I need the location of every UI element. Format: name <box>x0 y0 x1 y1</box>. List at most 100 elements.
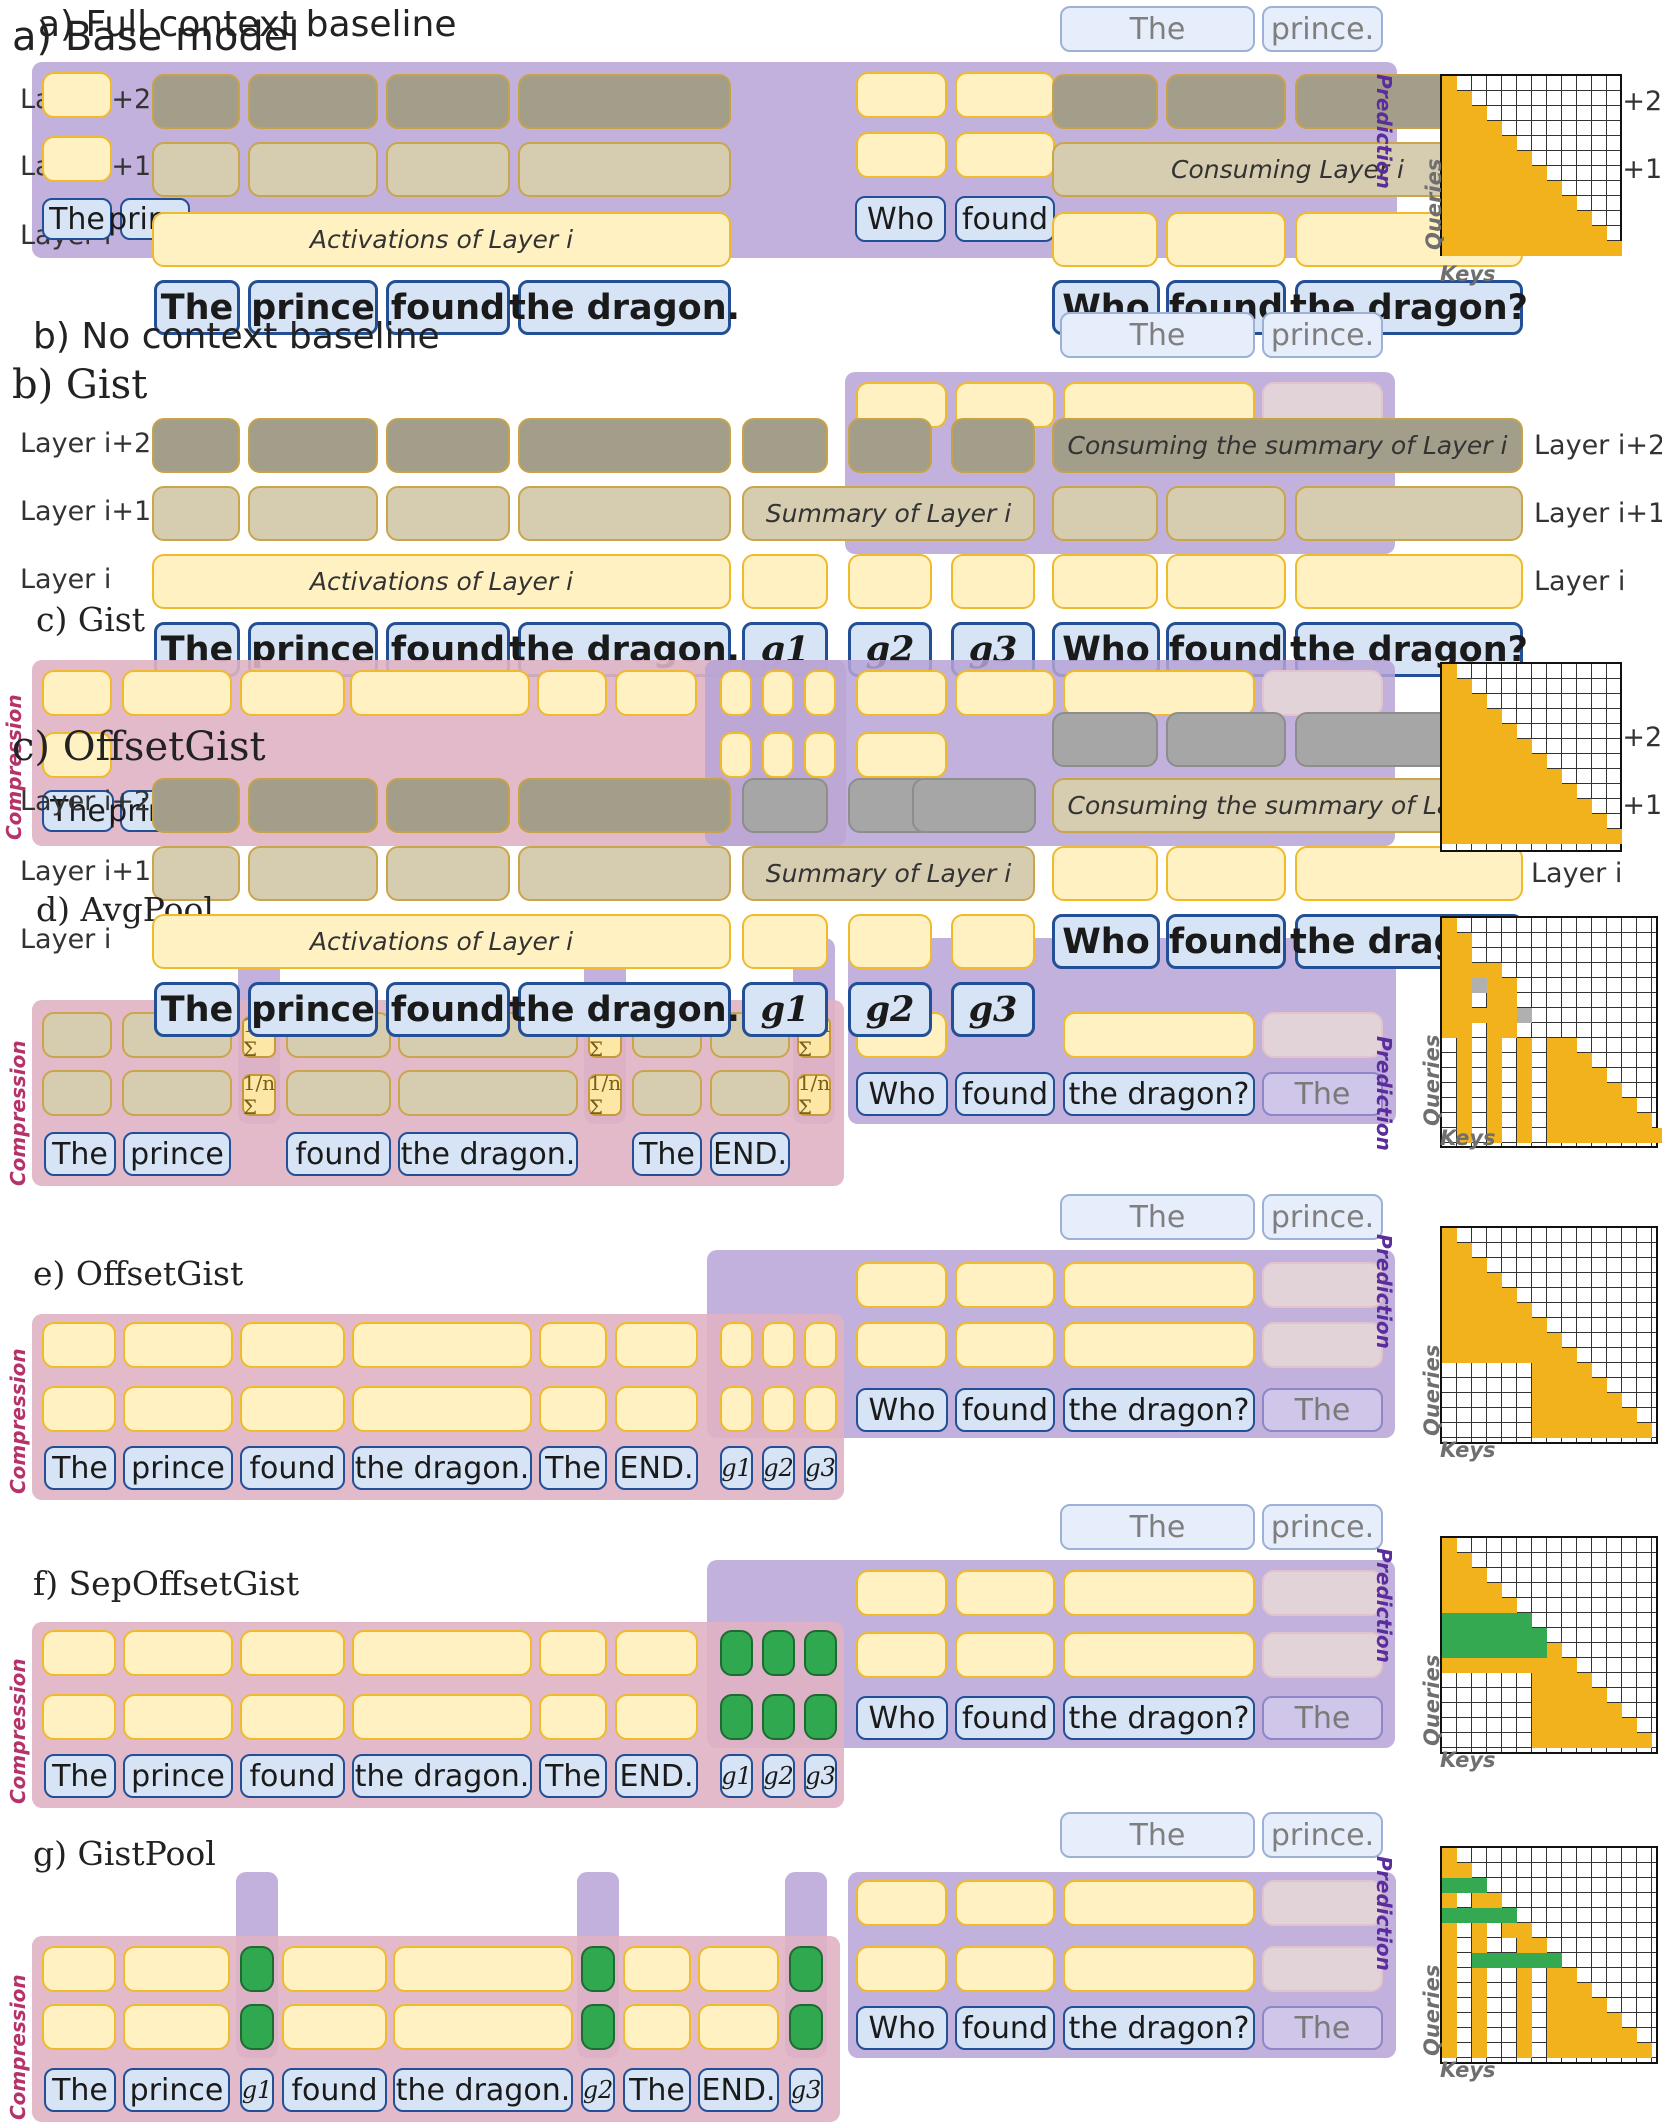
panel-title-base-model: a) Base model <box>12 14 300 60</box>
target-token-the: The <box>1262 1696 1383 1740</box>
mask-cell <box>1457 211 1472 226</box>
token-found: found <box>955 1388 1055 1432</box>
mask-cell <box>1577 1098 1592 1113</box>
mask-cell <box>1517 211 1532 226</box>
mask-cell <box>1547 226 1562 241</box>
activation-cell <box>762 670 794 716</box>
avg-sum-icon: 1/n Σ <box>242 1071 276 1119</box>
token-the: The <box>42 198 112 240</box>
mask-cell <box>1472 1568 1487 1583</box>
mask-cell <box>1442 1643 1457 1658</box>
queries-label: Queries <box>1420 1654 1444 1746</box>
activation-cell <box>762 1322 795 1368</box>
mask-cell <box>1457 1568 1472 1583</box>
mask-cell <box>1517 1628 1532 1643</box>
token-found: found <box>386 280 510 335</box>
mask-cell <box>1457 196 1472 211</box>
activation-cell <box>122 670 232 716</box>
gist-activation-green <box>762 1694 795 1740</box>
mask-cell <box>1442 1923 1457 1938</box>
mask-cell <box>1457 1243 1472 1258</box>
activation-cell <box>42 1322 116 1368</box>
token-the: The <box>154 982 240 1037</box>
gist-activation-green <box>804 1630 837 1676</box>
mask-cell <box>1472 1318 1487 1333</box>
mask-cell <box>1457 829 1472 844</box>
mask-cell <box>1532 799 1547 814</box>
mask-cell <box>1547 1688 1562 1703</box>
activation-light <box>398 1070 578 1116</box>
mask-cell <box>1502 241 1517 256</box>
mask-cell <box>1517 1068 1532 1083</box>
activation-cell <box>1063 1262 1255 1308</box>
mask-cell <box>1472 181 1487 196</box>
mask-cell <box>1532 1703 1547 1718</box>
activation-grey <box>1052 712 1158 767</box>
activation-light <box>248 142 378 197</box>
mask-cell <box>1502 1658 1517 1673</box>
activation-cell <box>742 914 828 969</box>
mask-cell <box>1532 1318 1547 1333</box>
activation-cell <box>856 732 947 778</box>
layer-label-i1-right: Layer i+1 <box>1534 498 1662 529</box>
activation-cell <box>955 1570 1055 1616</box>
mask-cell <box>1442 694 1457 709</box>
mask-cell <box>1622 1128 1637 1143</box>
mask-cell <box>1562 784 1577 799</box>
mask-cell <box>1562 1673 1577 1688</box>
mask-cell <box>1607 2013 1622 2028</box>
mask-cell <box>1517 784 1532 799</box>
activation-cell <box>42 72 112 118</box>
mask-cell <box>1562 2043 1577 2058</box>
mask-cell <box>1487 993 1502 1008</box>
panel-title-no-context: b) No context baseline <box>33 316 440 357</box>
mask-cell <box>1517 1318 1532 1333</box>
mask-cell <box>1472 799 1487 814</box>
activation-cell <box>615 1386 698 1432</box>
activation-cell <box>848 554 932 609</box>
mask-cell <box>1442 106 1457 121</box>
mask-cell <box>1487 784 1502 799</box>
activation-cell <box>539 1694 607 1740</box>
mask-cell <box>1457 151 1472 166</box>
mask-cell <box>1442 1613 1457 1628</box>
activation-dark <box>152 418 240 473</box>
mask-cell <box>1442 918 1457 933</box>
mask-cell <box>1472 166 1487 181</box>
token-found: found <box>955 196 1055 242</box>
activation-cell <box>539 1386 607 1432</box>
mask-cell <box>1622 2028 1637 2043</box>
mask-cell <box>1487 1288 1502 1303</box>
mask-cell <box>1547 1128 1562 1143</box>
mask-cell <box>1502 724 1517 739</box>
mask-cell <box>1442 1258 1457 1273</box>
token-who: Who <box>856 2006 948 2050</box>
token-the-dragon: the dragon. <box>393 2068 573 2112</box>
mask-cell <box>1502 993 1517 1008</box>
mask-cell <box>1472 136 1487 151</box>
attention-mask-c <box>1440 662 1622 852</box>
token-prince: prince <box>248 982 378 1037</box>
mask-cell <box>1592 814 1607 829</box>
activation-cell <box>123 1386 233 1432</box>
mask-cell <box>1457 1258 1472 1273</box>
activation-cell <box>856 1632 947 1678</box>
mask-cell <box>1442 829 1457 844</box>
activation-cell <box>352 1630 532 1676</box>
mask-cell <box>1517 1333 1532 1348</box>
activation-cell <box>42 2004 116 2050</box>
activation-cell <box>1063 1880 1255 1926</box>
mask-cell <box>1472 739 1487 754</box>
mask-cell <box>1442 196 1457 211</box>
activation-cell <box>1052 554 1158 609</box>
activation-light <box>386 142 510 197</box>
mask-cell <box>1517 1923 1532 1938</box>
activation-cell <box>762 1386 795 1432</box>
mask-cell <box>1517 226 1532 241</box>
activation-cell <box>698 1946 779 1992</box>
activation-dark <box>742 418 828 473</box>
target-token-the: The <box>1262 2006 1383 2050</box>
mask-cell <box>1502 181 1517 196</box>
activation-cell <box>393 2004 573 2050</box>
target-token-the: The <box>1060 1504 1255 1550</box>
